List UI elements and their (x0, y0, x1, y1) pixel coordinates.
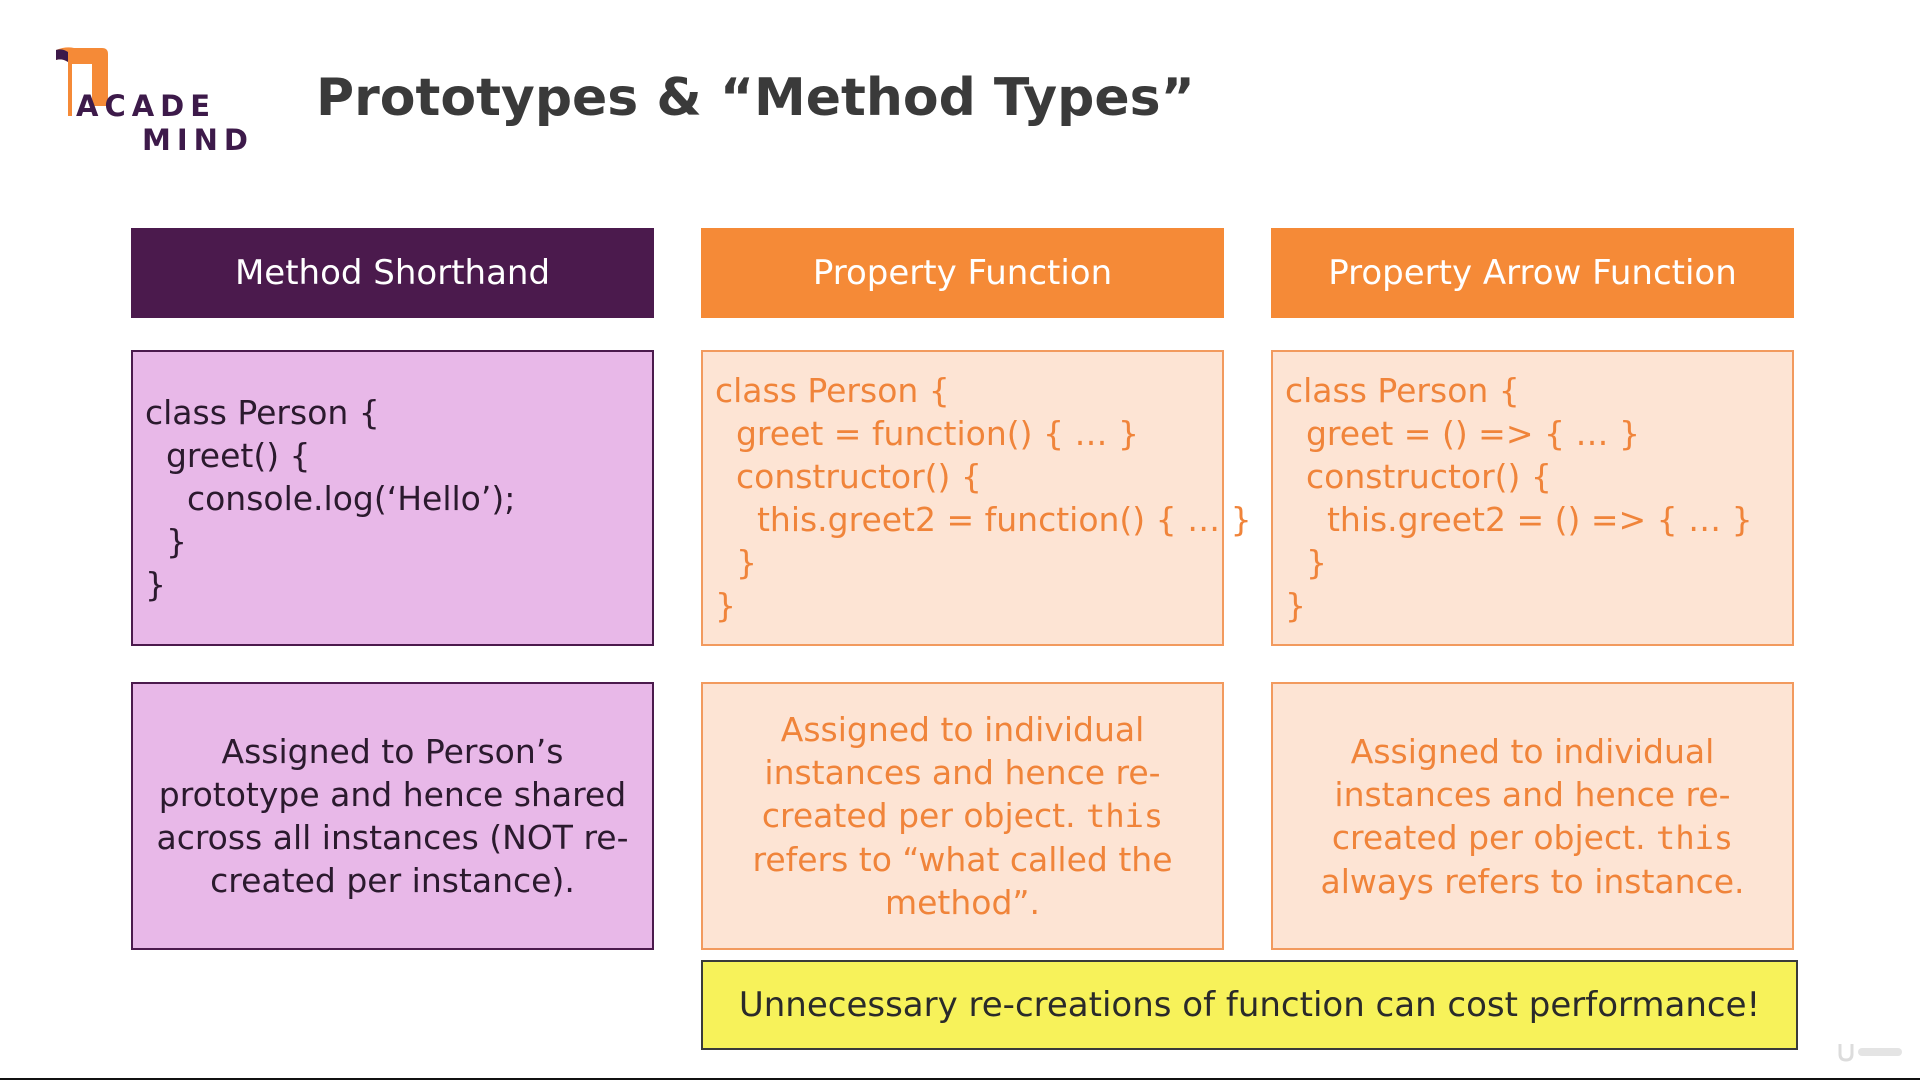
description-property-function: Assigned to individual instances and hen… (701, 682, 1224, 950)
this-keyword: this (1086, 797, 1164, 835)
code-line: greet = function() { … } (715, 414, 1139, 453)
description-property-arrow-function: Assigned to individual instances and hen… (1271, 682, 1794, 950)
description-line: across all instances (NOT re- (156, 818, 629, 857)
description-line: created per instance). (210, 861, 575, 900)
code-line: constructor() { (715, 457, 982, 496)
code-box-method-shorthand: class Person { greet() { console.log(‘He… (131, 350, 654, 646)
academind-logo: ACADE MIND (52, 46, 252, 156)
code-line: greet() { (145, 435, 311, 475)
performance-note: Unnecessary re-creations of function can… (701, 960, 1798, 1050)
code-line: } (715, 543, 757, 582)
description-line: instances and hence re- (764, 753, 1161, 792)
logo-flag-icon (56, 47, 108, 117)
description-line: Assigned to Person’s (221, 732, 564, 771)
code-line: this.greet2 = function() { … } (715, 500, 1252, 539)
description-line: Assigned to individual (1350, 731, 1715, 771)
description-method-shorthand: Assigned to Person’s prototype and hence… (131, 682, 654, 950)
description-line: Assigned to individual (780, 710, 1145, 749)
description-line: prototype and hence shared (158, 775, 627, 814)
header-property-function: Property Function (701, 228, 1224, 318)
header-label: Property Function (812, 253, 1113, 293)
code-box-property-arrow-function: class Person { greet = () => { … } const… (1271, 350, 1794, 646)
code-line: class Person { (1285, 371, 1520, 410)
description-line: created per object. this (1332, 816, 1733, 860)
description-line: always refers to instance. (1320, 861, 1745, 901)
code-box-property-function: class Person { greet = function() { … } … (701, 350, 1252, 646)
header-method-shorthand: Method Shorthand (131, 228, 654, 318)
performance-note-text: Unnecessary re-creations of function can… (738, 985, 1761, 1025)
code-line: } (1285, 543, 1327, 582)
code-line: class Person { (145, 392, 380, 432)
code-line: greet = () => { … } (1285, 414, 1640, 453)
watermark-logo-icon (1838, 1044, 1902, 1062)
code-line: this.greet2 = () => { … } (1285, 500, 1753, 539)
code-line: } (715, 586, 736, 625)
bottom-edge-bar (0, 1078, 1920, 1080)
slide-title: Prototypes & “Method Types” (316, 68, 1195, 128)
description-line: method”. (884, 883, 1041, 922)
this-keyword: this (1656, 818, 1734, 857)
code-line: console.log(‘Hello’); (145, 478, 516, 518)
code-line: } (145, 521, 187, 561)
logo-text-line1: ACADE (76, 89, 217, 123)
logo-text-line2: MIND (142, 123, 254, 157)
code-line: } (145, 564, 166, 604)
header-label: Method Shorthand (234, 253, 551, 293)
code-line: } (1285, 586, 1306, 625)
code-line: class Person { (715, 371, 950, 410)
code-line: constructor() { (1285, 457, 1552, 496)
description-line: instances and hence re- (1334, 774, 1731, 814)
header-label: Property Arrow Function (1328, 253, 1737, 293)
description-text: created per object. (761, 796, 1087, 835)
description-line: refers to “what called the (752, 840, 1173, 879)
header-property-arrow-function: Property Arrow Function (1271, 228, 1794, 318)
description-line: created per object. this (762, 794, 1163, 838)
description-text: created per object. (1331, 817, 1657, 857)
